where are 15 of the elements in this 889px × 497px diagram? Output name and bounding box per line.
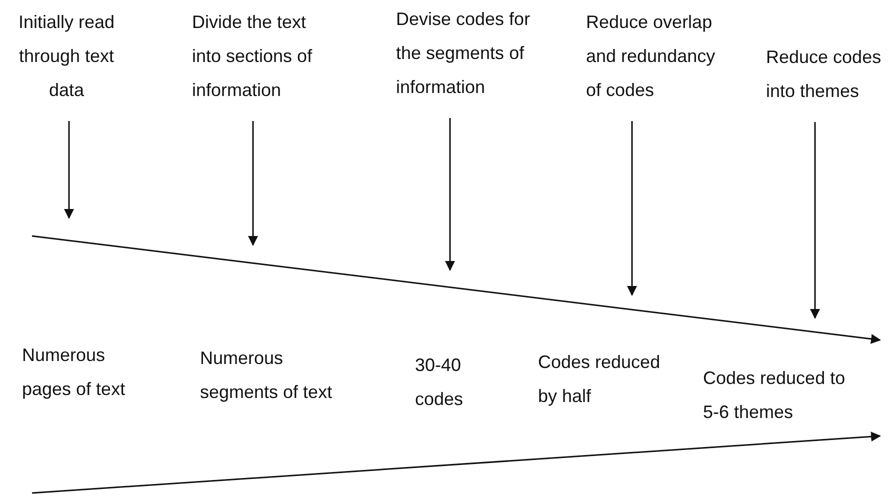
- step-text: Initially read through text data: [4, 5, 129, 107]
- result-text: Codes reduced to 5-6 themes: [703, 367, 846, 424]
- result-text: 30-40 codes: [415, 354, 464, 411]
- step-text: Divide the text into sections of information: [192, 5, 337, 107]
- arrow: [810, 122, 820, 319]
- step-text: Reduce codes into themes: [766, 40, 886, 108]
- arrow: [445, 118, 455, 271]
- arrow: [627, 121, 637, 296]
- step-text: Reduce overlap and redundancy of codes: [586, 5, 721, 107]
- arrow: [64, 121, 74, 219]
- step-text: Devise codes for the segments of information: [396, 2, 551, 104]
- arrow: [248, 121, 258, 246]
- result-text: Numerous pages of text: [22, 344, 126, 401]
- result-text: Codes reduced by half: [538, 351, 662, 408]
- result-text: Numerous segments of text: [200, 347, 334, 404]
